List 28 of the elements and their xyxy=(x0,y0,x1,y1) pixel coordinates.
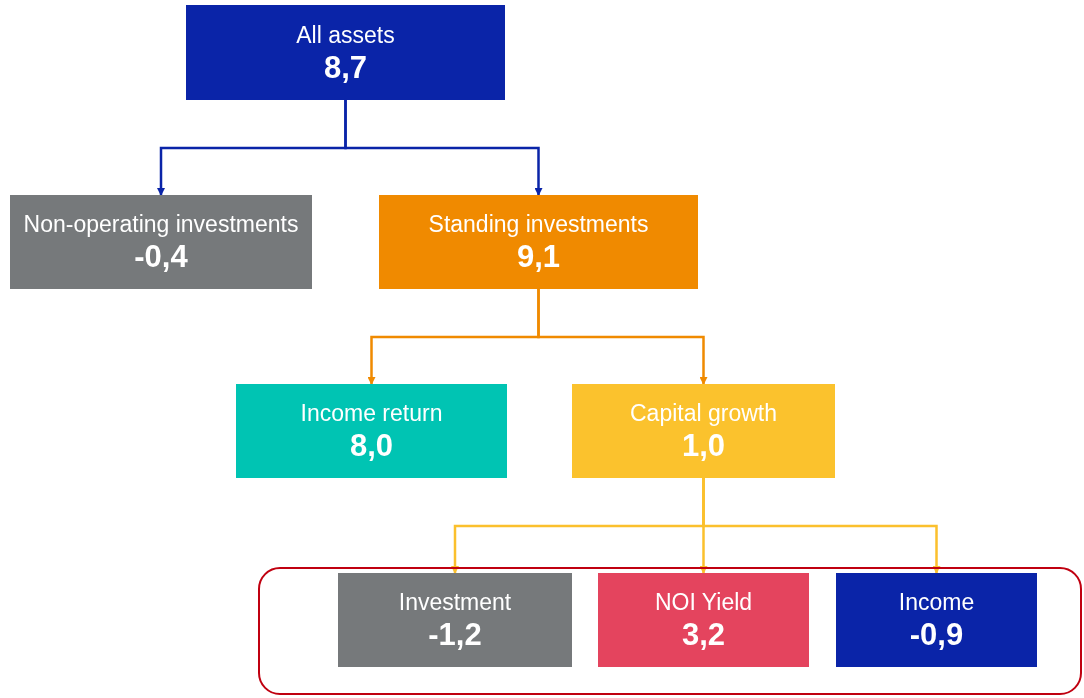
metric-value: -0,4 xyxy=(134,239,188,275)
metric-label: NOI Yield xyxy=(654,588,753,617)
metric-label: Standing investments xyxy=(428,210,649,239)
metric-value: -0,9 xyxy=(909,617,964,653)
metric-label: All assets xyxy=(296,20,395,50)
metric-label: Income return xyxy=(300,399,443,428)
metric-value: 8,7 xyxy=(323,49,368,86)
metric-box xyxy=(379,195,698,289)
metric-label: Investment xyxy=(398,588,512,617)
connector-arrow xyxy=(344,100,543,196)
metric-value: 9,1 xyxy=(516,239,561,275)
metric-value: 3,2 xyxy=(681,617,726,653)
metric-value: -1,2 xyxy=(428,617,482,653)
metric-label: Capital growth xyxy=(630,399,777,428)
metric-box xyxy=(10,195,312,289)
metric-box xyxy=(572,384,835,478)
metric-box xyxy=(338,573,572,667)
metric-value: 1,0 xyxy=(681,428,726,464)
metric-box xyxy=(186,5,505,100)
metric-box xyxy=(236,384,507,478)
metric-label: Non-operating investments xyxy=(23,210,299,239)
metric-label: Income xyxy=(898,588,975,617)
metric-box xyxy=(598,573,809,667)
connector-arrow xyxy=(537,289,708,385)
metric-box xyxy=(836,573,1037,667)
metric-value: 8,0 xyxy=(349,428,394,464)
group-frame xyxy=(258,567,1082,695)
connector-arrow xyxy=(702,478,941,574)
